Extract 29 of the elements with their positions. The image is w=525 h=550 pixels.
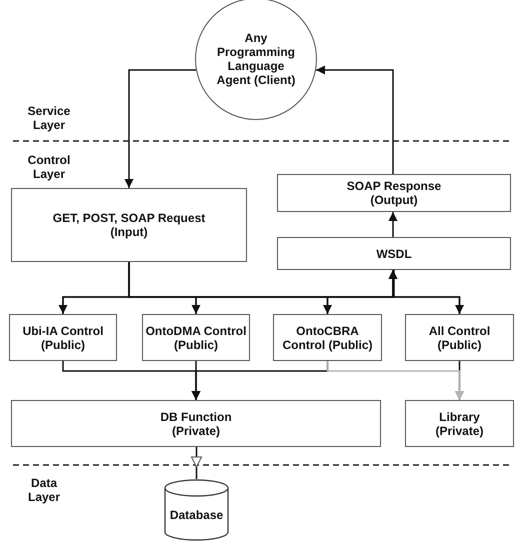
node-label: DB Function (Private) [159,410,233,438]
layer-label: Data Layer [26,476,62,504]
process-box [9,314,117,361]
arrow [128,262,464,314]
layer-label: Service Layer [26,104,72,132]
process-box [277,174,511,212]
node-label: SOAP Response (Output) [346,179,442,207]
node-label: OntoCBRA Control (Public) [282,324,374,352]
arrow [326,361,464,400]
node-label: Ubi-IA Control (Public) [22,324,104,352]
node-label: Database [170,508,224,522]
arrow [124,69,196,188]
process-box [11,188,247,262]
node-label: Any Programming Language Agent (Client) [216,31,296,87]
node-label: Library (Private) [434,410,485,438]
process-box [405,314,514,361]
process-box [405,400,514,447]
layer-label: Control Layer [26,153,72,181]
arrow [388,270,460,314]
process-box [273,314,382,361]
process-box [11,400,381,447]
arrow [191,447,202,479]
process-box [142,314,250,361]
node-label: All Control (Public) [428,324,492,352]
arrow [316,66,394,174]
node-label: OntoDMA Control (Public) [144,324,248,352]
node-label: GET, POST, SOAP Request (Input) [52,211,206,239]
node-label: WSDL [376,246,412,260]
process-box [277,237,511,270]
